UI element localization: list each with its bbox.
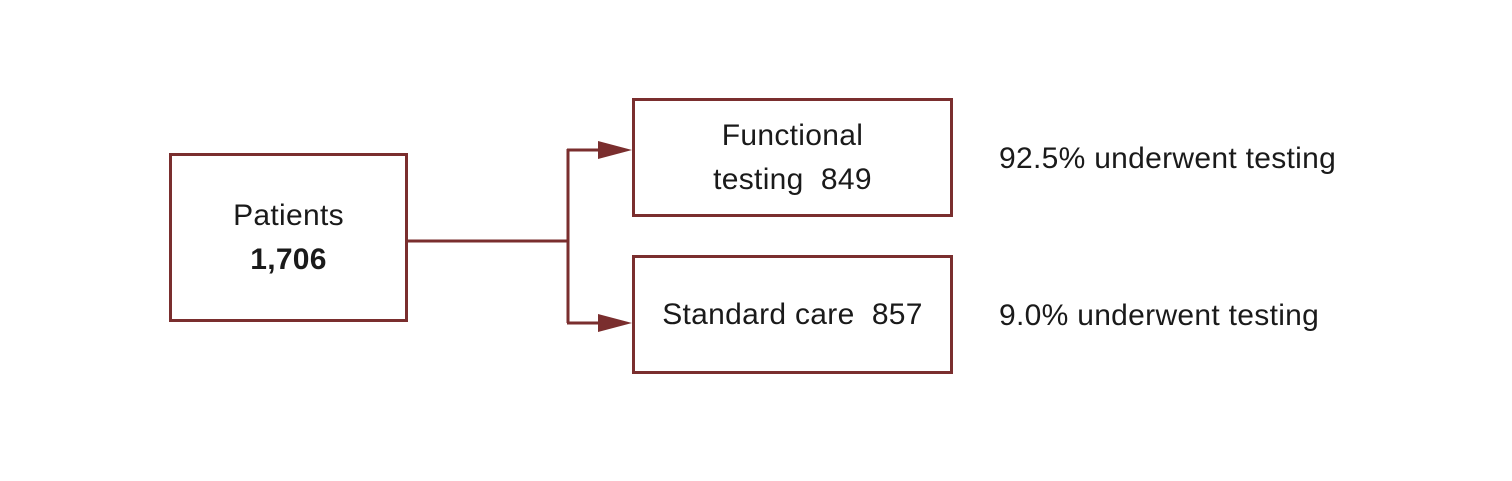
arrow-to-standard bbox=[567, 314, 632, 332]
standard-care-box: Standard care 857 bbox=[632, 255, 953, 374]
arrow-to-functional bbox=[567, 141, 632, 159]
standard-care-label: Standard care 857 bbox=[662, 297, 923, 331]
functional-label-line1: Functional bbox=[721, 118, 864, 152]
standard-outcome-text: 9.0% underwent testing bbox=[999, 299, 1320, 332]
functional-testing-box: Functional testing 849 bbox=[632, 98, 953, 217]
functional-outcome-text: 92.5% underwent testing bbox=[999, 142, 1337, 175]
patients-count: 1,706 bbox=[250, 242, 327, 276]
functional-label-line2: testing 849 bbox=[713, 162, 872, 196]
patients-label: Patients bbox=[233, 198, 344, 232]
patients-box: Patients 1,706 bbox=[169, 153, 408, 322]
